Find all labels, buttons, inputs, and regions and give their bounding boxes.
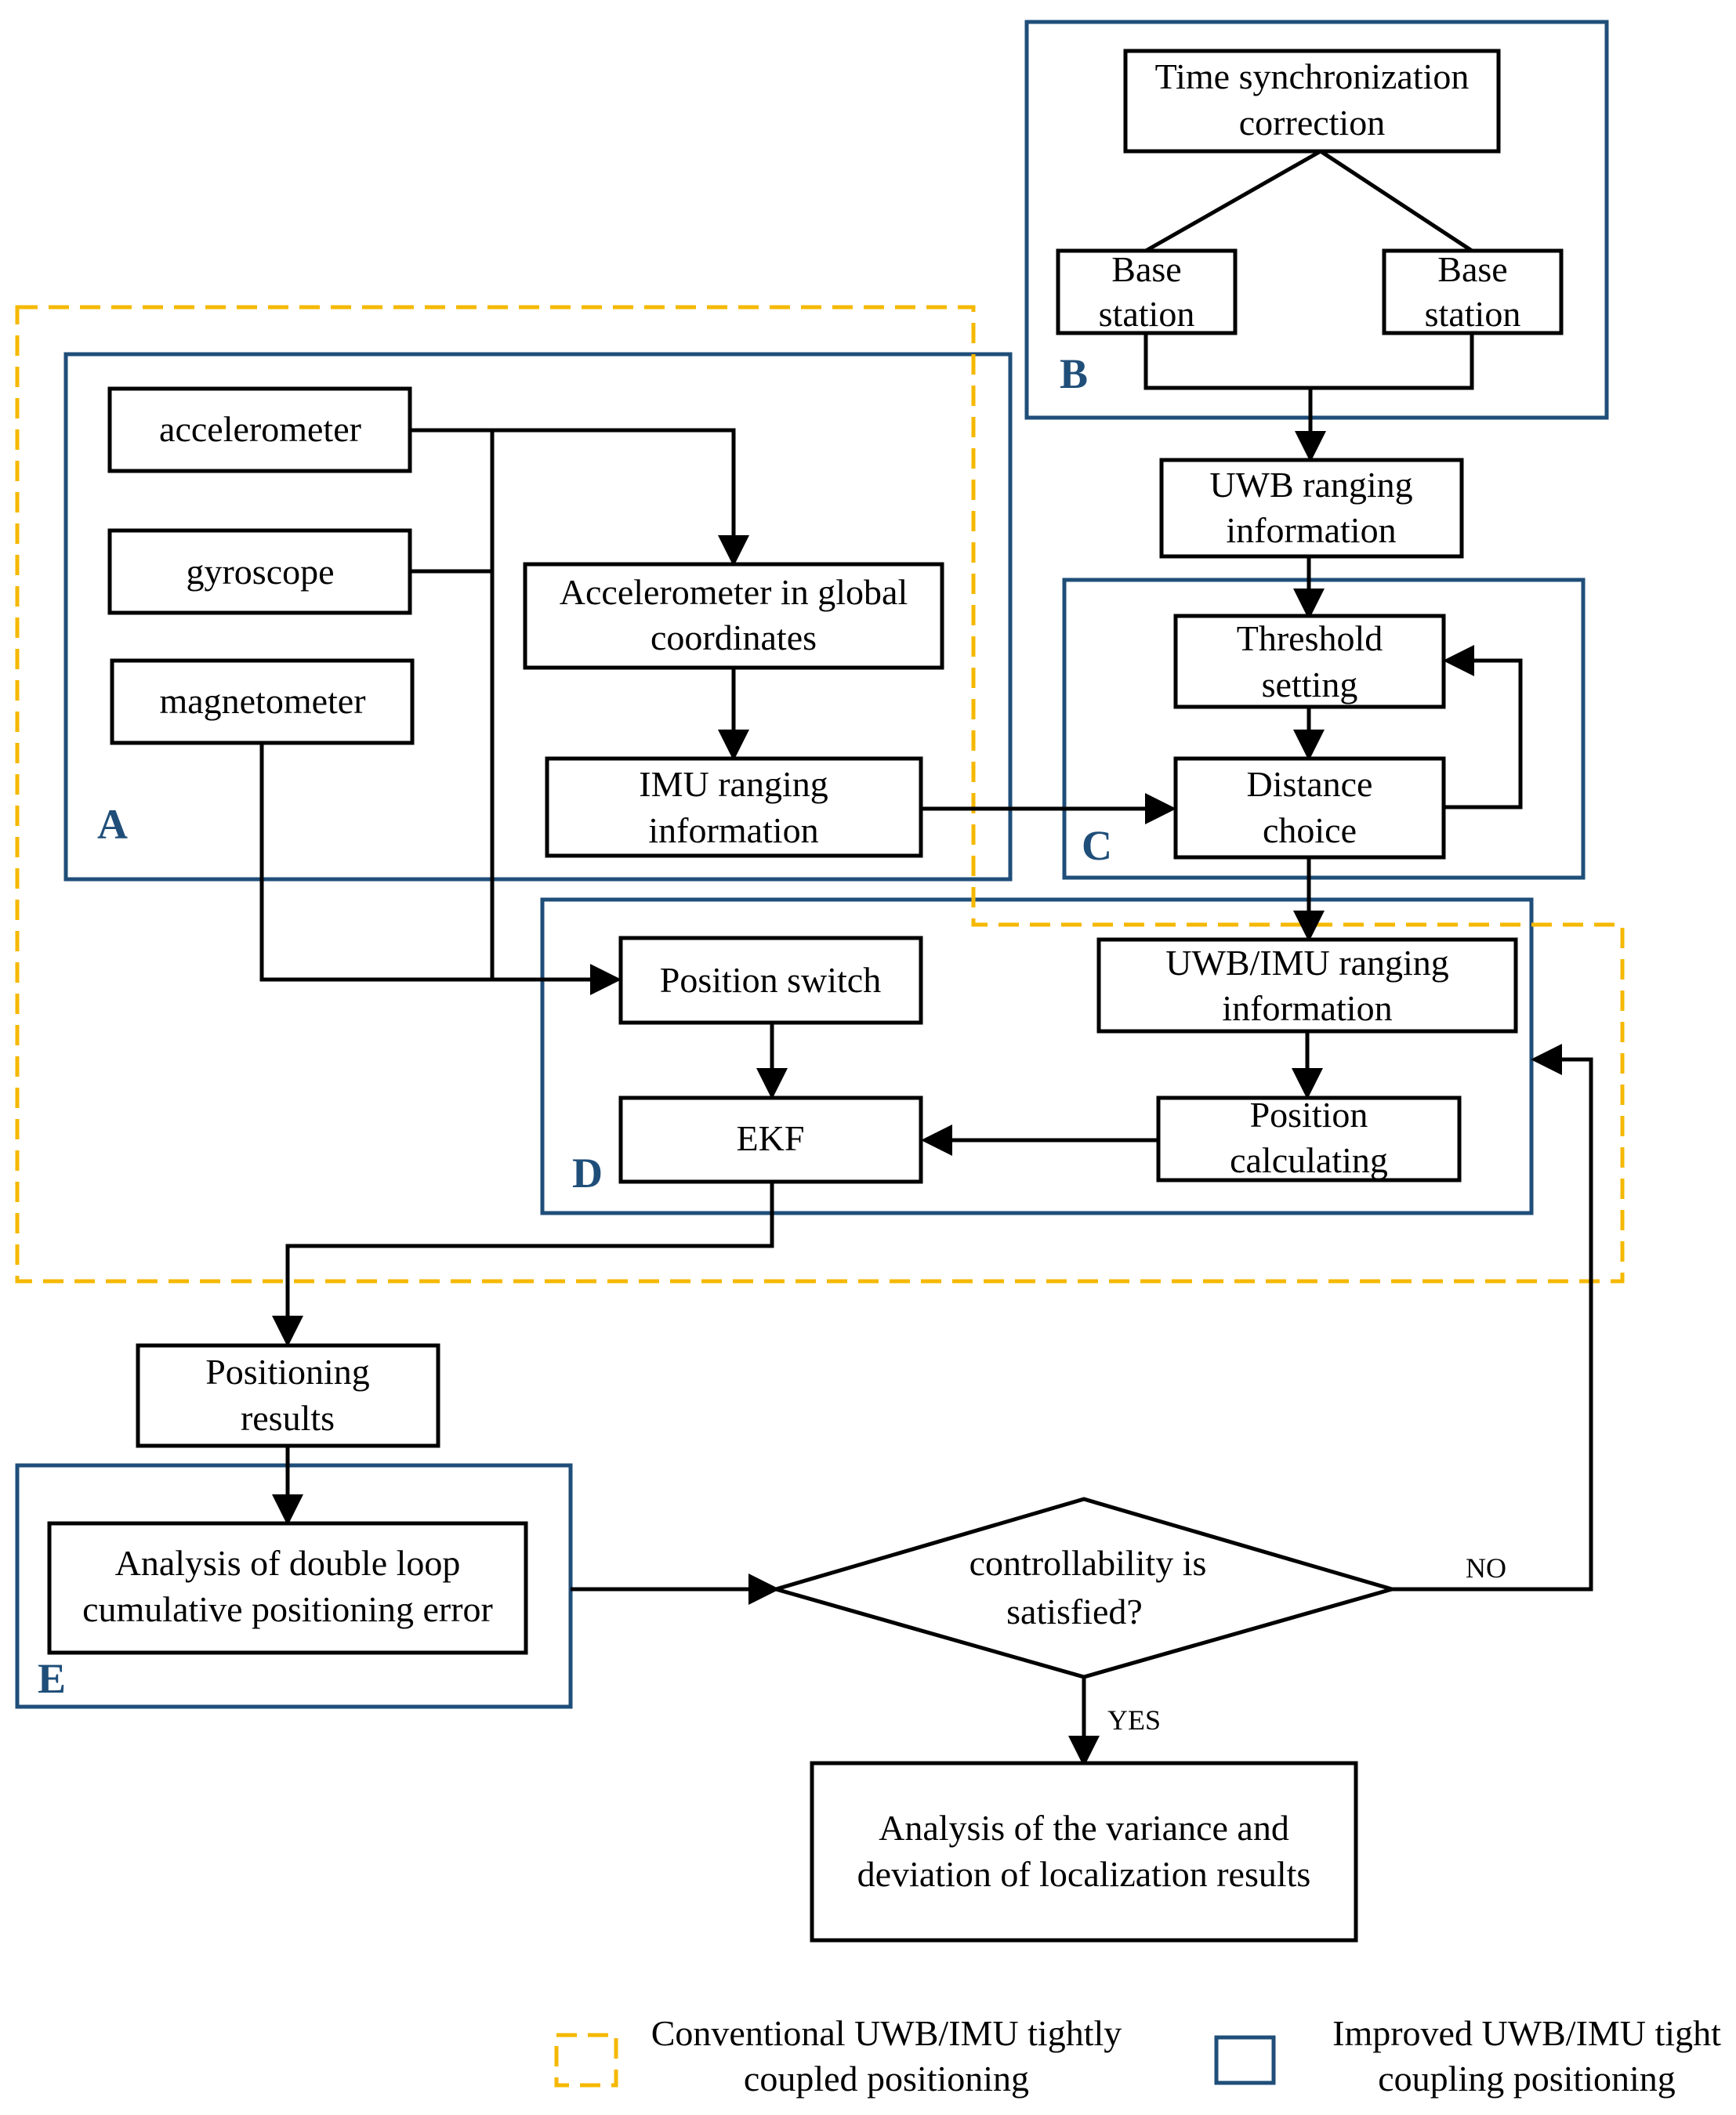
node-analysis-variance: Analysis of the variance and deviation o…: [810, 1761, 1358, 1943]
region-a-frame: [63, 352, 1013, 882]
node-threshold-line-1: Threshold: [1237, 618, 1383, 658]
edge-label-no: NO: [1466, 1552, 1506, 1584]
node-gyroscope-label: gyroscope: [186, 552, 334, 592]
node-acc-global-line-1: Accelerometer in global: [560, 572, 908, 612]
node-positioning-results: Positioning results: [136, 1343, 440, 1448]
node-position-calc-line-1: Position: [1250, 1095, 1368, 1135]
node-accelerometer: accelerometer: [107, 386, 412, 473]
region-label-b: B: [1060, 350, 1088, 397]
node-distance-choice: Distance choice: [1173, 756, 1446, 860]
connector-base-stations-merge: [1143, 333, 1474, 390]
arrow-distance-feedback-to-threshold: [1443, 645, 1523, 809]
connector-sync-to-base-right: [1319, 149, 1473, 253]
arrow-ekf-to-positioning-results: [272, 1182, 774, 1347]
region-label-a: A: [97, 801, 128, 848]
node-magnetometer-label: magnetometer: [159, 681, 365, 721]
node-uwb-ranging-line-1: UWB ranging: [1209, 465, 1412, 505]
node-analysis-double-loop-line-1: Analysis of double loop: [115, 1543, 461, 1583]
node-imu-ranging-line-1: IMU ranging: [639, 764, 828, 804]
node-time-sync-line-2: correction: [1239, 103, 1385, 143]
legend-conventional-line-2: coupled positioning: [744, 2059, 1029, 2099]
node-ekf: EKF: [618, 1096, 923, 1184]
node-base-station-left-line-1: Base: [1111, 249, 1181, 289]
node-base-station-right: Base station: [1382, 248, 1564, 335]
node-position-calculating: Position calculating: [1156, 1095, 1462, 1182]
node-accelerometer-global: Accelerometer in global coordinates: [523, 562, 944, 670]
connectors: [259, 149, 1593, 1767]
node-uwb-imu-line-2: information: [1222, 988, 1392, 1028]
node-magnetometer: magnetometer: [110, 658, 415, 745]
node-accelerometer-label: accelerometer: [159, 409, 361, 449]
node-threshold-line-2: setting: [1262, 665, 1358, 704]
edge-label-yes: YES: [1107, 1704, 1161, 1736]
node-analysis-double-loop-line-2: cumulative positioning error: [82, 1589, 493, 1629]
arrow-accelerometer-to-global: [410, 428, 749, 567]
node-ekf-label: EKF: [737, 1118, 805, 1158]
node-acc-global-line-2: coordinates: [651, 617, 817, 657]
node-uwb-imu-ranging: UWB/IMU ranging information: [1096, 937, 1518, 1034]
node-analysis-double-loop: Analysis of double loop cumulative posit…: [47, 1521, 528, 1655]
node-uwb-ranging-line-2: information: [1226, 510, 1396, 550]
region-b-frame: [1024, 20, 1609, 420]
legend-improved-swatch: [1214, 2035, 1276, 2085]
node-position-switch: Position switch: [618, 936, 923, 1025]
node-uwb-imu-line-1: UWB/IMU ranging: [1165, 943, 1449, 983]
node-base-station-left-line-2: station: [1099, 294, 1195, 334]
node-base-station-left: Base station: [1056, 248, 1238, 335]
node-gyroscope: gyroscope: [107, 528, 412, 615]
legend-conventional-line-1: Conventional UWB/IMU tightly: [651, 2013, 1122, 2053]
node-decision-line-2: satisfied?: [1006, 1592, 1143, 1632]
region-label-c: C: [1082, 822, 1112, 869]
node-base-station-right-line-2: station: [1425, 294, 1521, 334]
node-position-switch-label: Position switch: [660, 960, 881, 1000]
node-analysis-variance-line-2: deviation of localization results: [857, 1854, 1311, 1894]
node-distance-choice-line-1: Distance: [1247, 764, 1373, 804]
node-decision-line-1: controllability is: [969, 1543, 1207, 1583]
region-c-frame: [1062, 578, 1586, 880]
node-analysis-variance-line-1: Analysis of the variance and: [879, 1808, 1289, 1848]
region-label-e: E: [38, 1655, 66, 1702]
node-position-calc-line-2: calculating: [1230, 1140, 1388, 1180]
legend-improved-line-1: Improved UWB/IMU tight: [1332, 2013, 1721, 2053]
conventional-region-frame: [15, 305, 1625, 1284]
region-e-frame: [15, 1463, 573, 1709]
arrow-sensors-to-position-switch: [259, 743, 622, 995]
region-label-d: D: [572, 1150, 603, 1197]
node-time-sync-line-1: Time synchronization: [1155, 56, 1470, 96]
node-distance-choice-line-2: choice: [1263, 810, 1357, 850]
node-positioning-results-line-1: Positioning: [205, 1352, 370, 1392]
node-imu-ranging-line-2: information: [648, 810, 818, 850]
node-positioning-results-line-2: results: [241, 1398, 335, 1438]
connector-sync-to-base-left: [1144, 149, 1322, 253]
node-imu-ranging: IMU ranging information: [545, 756, 923, 858]
node-decision-controllability: controllability is satisfied?: [768, 1497, 1400, 1679]
legend-improved-line-2: coupling positioning: [1378, 2059, 1676, 2099]
node-time-sync: Time synchronization correction: [1123, 49, 1501, 154]
node-uwb-ranging: UWB ranging information: [1159, 458, 1464, 559]
arrow-decision-no-loop: [1392, 1044, 1593, 1592]
legend-conventional-swatch: [554, 2033, 618, 2088]
node-threshold-setting: Threshold setting: [1173, 614, 1446, 709]
legend: Conventional UWB/IMU tightly coupled pos…: [554, 2013, 1721, 2099]
node-base-station-right-line-1: Base: [1437, 249, 1507, 289]
